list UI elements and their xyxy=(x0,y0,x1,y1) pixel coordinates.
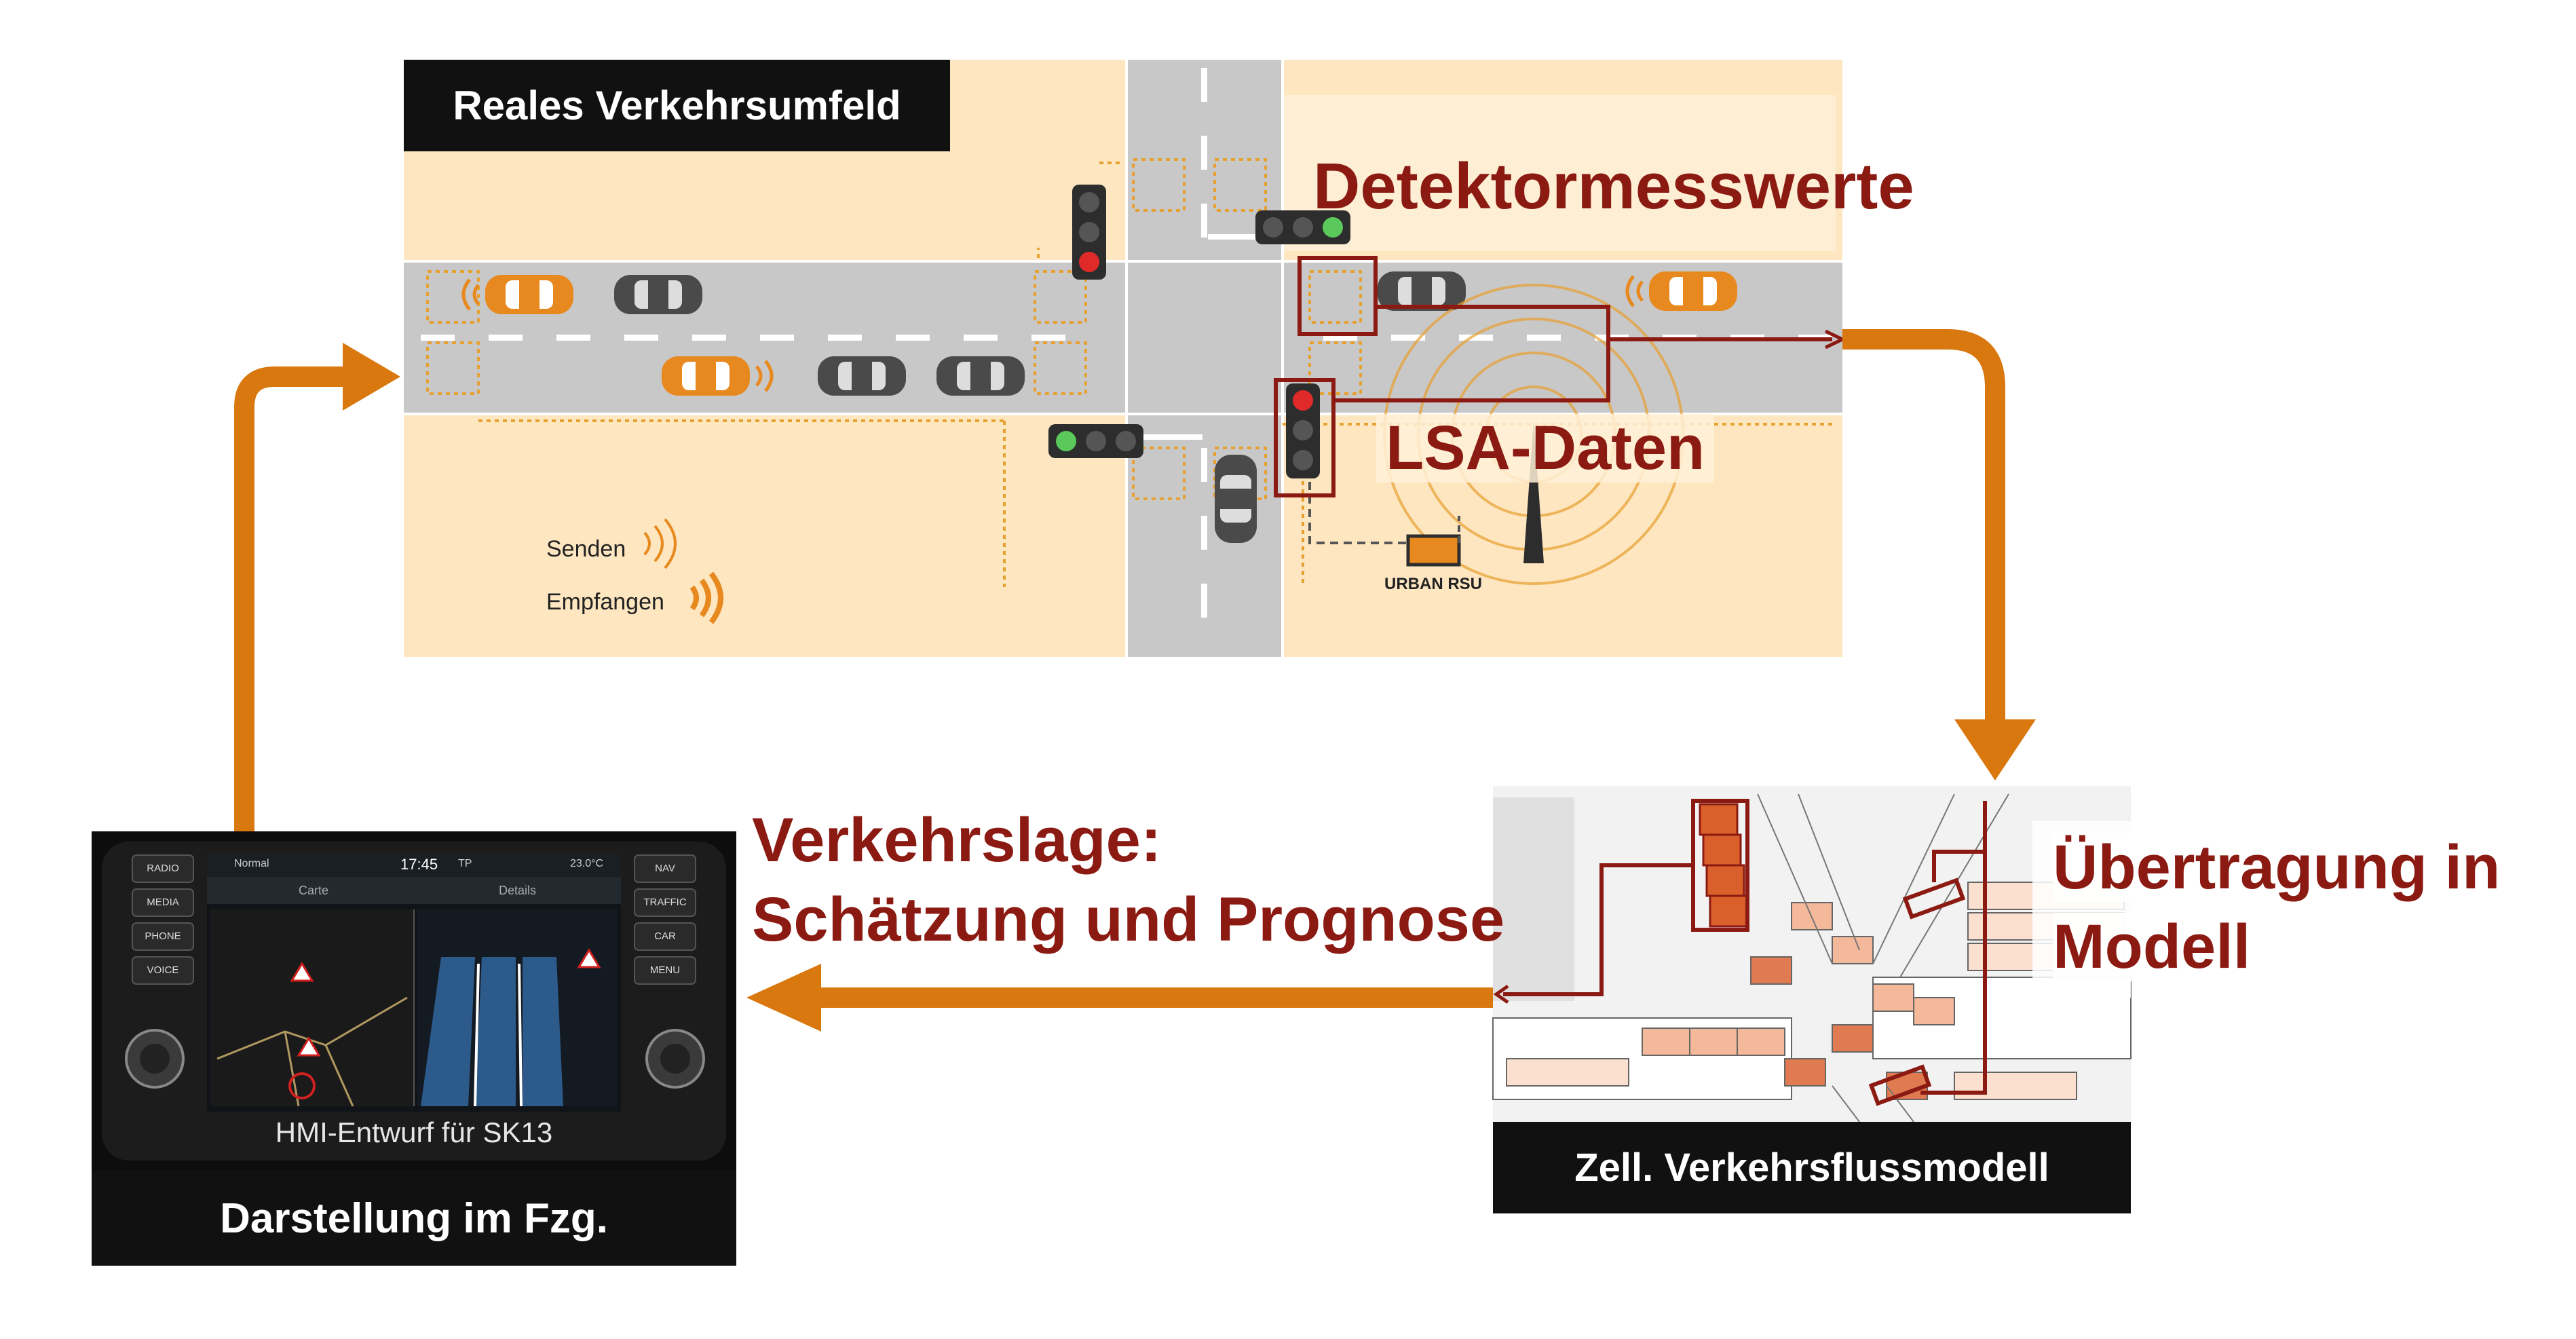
hmi-button-nav[interactable]: NAV xyxy=(634,855,696,889)
hmi-tp: TP xyxy=(458,858,472,870)
hmi-button-media[interactable]: MEDIA xyxy=(132,889,193,923)
hmi-left-buttons: RADIO MEDIA PHONE VOICE xyxy=(132,855,193,991)
hmi-button-traffic[interactable]: TRAFFIC xyxy=(634,889,696,923)
real-environment-title: Reales Verkehrsumfeld xyxy=(404,60,950,151)
traffic-light-1 xyxy=(1072,185,1106,280)
hmi-temp: 23.0°C xyxy=(570,858,603,870)
hmi-button-voice[interactable]: VOICE xyxy=(132,957,193,991)
hmi-button-menu[interactable]: MENU xyxy=(634,957,696,991)
car-dark-1 xyxy=(614,275,702,314)
hmi-status-left: Normal xyxy=(234,858,269,870)
car-orange-1 xyxy=(485,275,573,314)
detector-label: Detektormesswerte xyxy=(1313,151,1914,223)
legend-receive-label: Empfangen xyxy=(546,589,664,615)
cell-model-title: Zell. Verkehrsflussmodell xyxy=(1493,1122,2131,1213)
traffic-state-label-2: Schätzung und Prognose xyxy=(752,886,1504,954)
traffic-state-label-1: Verkehrslage: xyxy=(752,806,1161,875)
urban-rsu-label: URBAN RSU xyxy=(1384,575,1482,593)
hmi-time: 17:45 xyxy=(400,856,438,873)
hmi-tab-right[interactable]: Details xyxy=(499,884,536,898)
transfer-label-1: Übertragung in xyxy=(2053,833,2500,902)
car-dark-3 xyxy=(936,356,1025,396)
arrow-head-down xyxy=(1954,719,2036,780)
hmi-right-buttons: NAV TRAFFIC CAR MENU xyxy=(634,855,696,991)
traffic-light-4 xyxy=(1286,383,1320,478)
hmi-button-car[interactable]: CAR xyxy=(634,923,696,957)
display-vehicle-title: Darstellung im Fzg. xyxy=(92,1171,736,1266)
hmi-button-radio[interactable]: RADIO xyxy=(132,855,193,889)
traffic-light-3 xyxy=(1048,424,1143,458)
car-vertical xyxy=(1215,455,1257,543)
lsa-label: LSA-Daten xyxy=(1376,414,1714,483)
hmi-button-phone[interactable]: PHONE xyxy=(132,923,193,957)
hmi-tab-left[interactable]: Carte xyxy=(299,884,328,898)
arrow-head-left xyxy=(746,964,821,1032)
cell-model-panel xyxy=(1493,786,2131,1122)
car-orange-3 xyxy=(1649,271,1737,311)
car-orange-2 xyxy=(662,356,750,396)
legend-send-label: Senden xyxy=(546,536,626,562)
arrow-head-right xyxy=(343,343,400,411)
hmi-caption: HMI-Entwurf für SK13 xyxy=(207,1116,621,1150)
car-dark-2 xyxy=(818,356,906,396)
transfer-label-2: Modell xyxy=(2053,913,2250,981)
